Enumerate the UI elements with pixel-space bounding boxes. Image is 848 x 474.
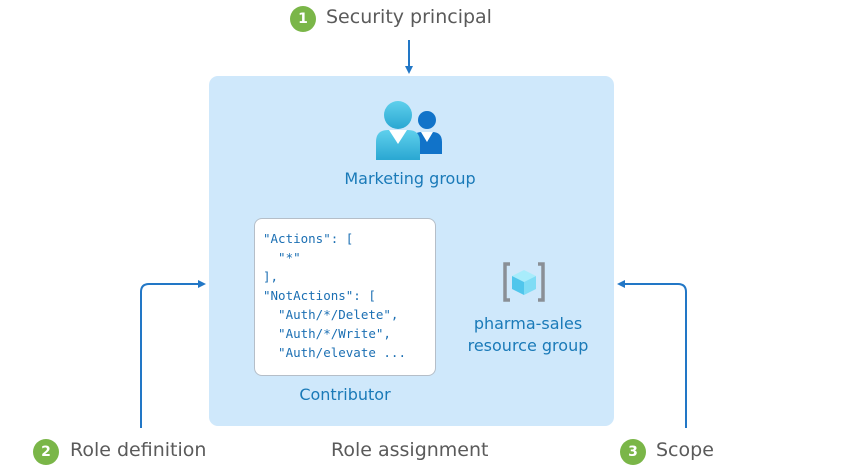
step-3-badge: 3 bbox=[620, 439, 646, 465]
role-definition-arrow bbox=[140, 280, 206, 428]
role-definition-name: Contributor bbox=[299, 385, 391, 404]
security-principal-label: Security principal bbox=[326, 6, 492, 28]
code-line: "NotActions": [ bbox=[263, 288, 376, 303]
code-line: "*" bbox=[263, 250, 301, 265]
code-line: "Actions": [ bbox=[263, 231, 354, 246]
code-line: "Auth/elevate ... bbox=[263, 345, 406, 360]
step-2-badge: 2 bbox=[33, 439, 59, 465]
scope-arrow bbox=[617, 280, 687, 428]
role-definition-card: "Actions": [ "*" ], "NotActions": [ "Aut… bbox=[254, 218, 436, 376]
code-line: ], bbox=[263, 269, 279, 284]
user-group-icon bbox=[376, 101, 442, 160]
scope-name: pharma-sales resource group bbox=[448, 313, 608, 357]
code-line: "Auth/*/Write", bbox=[263, 326, 391, 341]
scope-name-line1: pharma-sales bbox=[473, 314, 583, 333]
security-principal-name: Marketing group bbox=[344, 169, 476, 188]
step-1-badge: 1 bbox=[290, 6, 316, 32]
role-assignment-label: Role assignment bbox=[331, 439, 489, 461]
scope-label: Scope bbox=[656, 439, 714, 461]
role-definition-label: Role definition bbox=[70, 439, 207, 461]
scope-name-line2: resource group bbox=[467, 336, 589, 355]
code-line: "Auth/*/Delete", bbox=[263, 307, 399, 322]
resource-group-icon bbox=[503, 262, 545, 302]
